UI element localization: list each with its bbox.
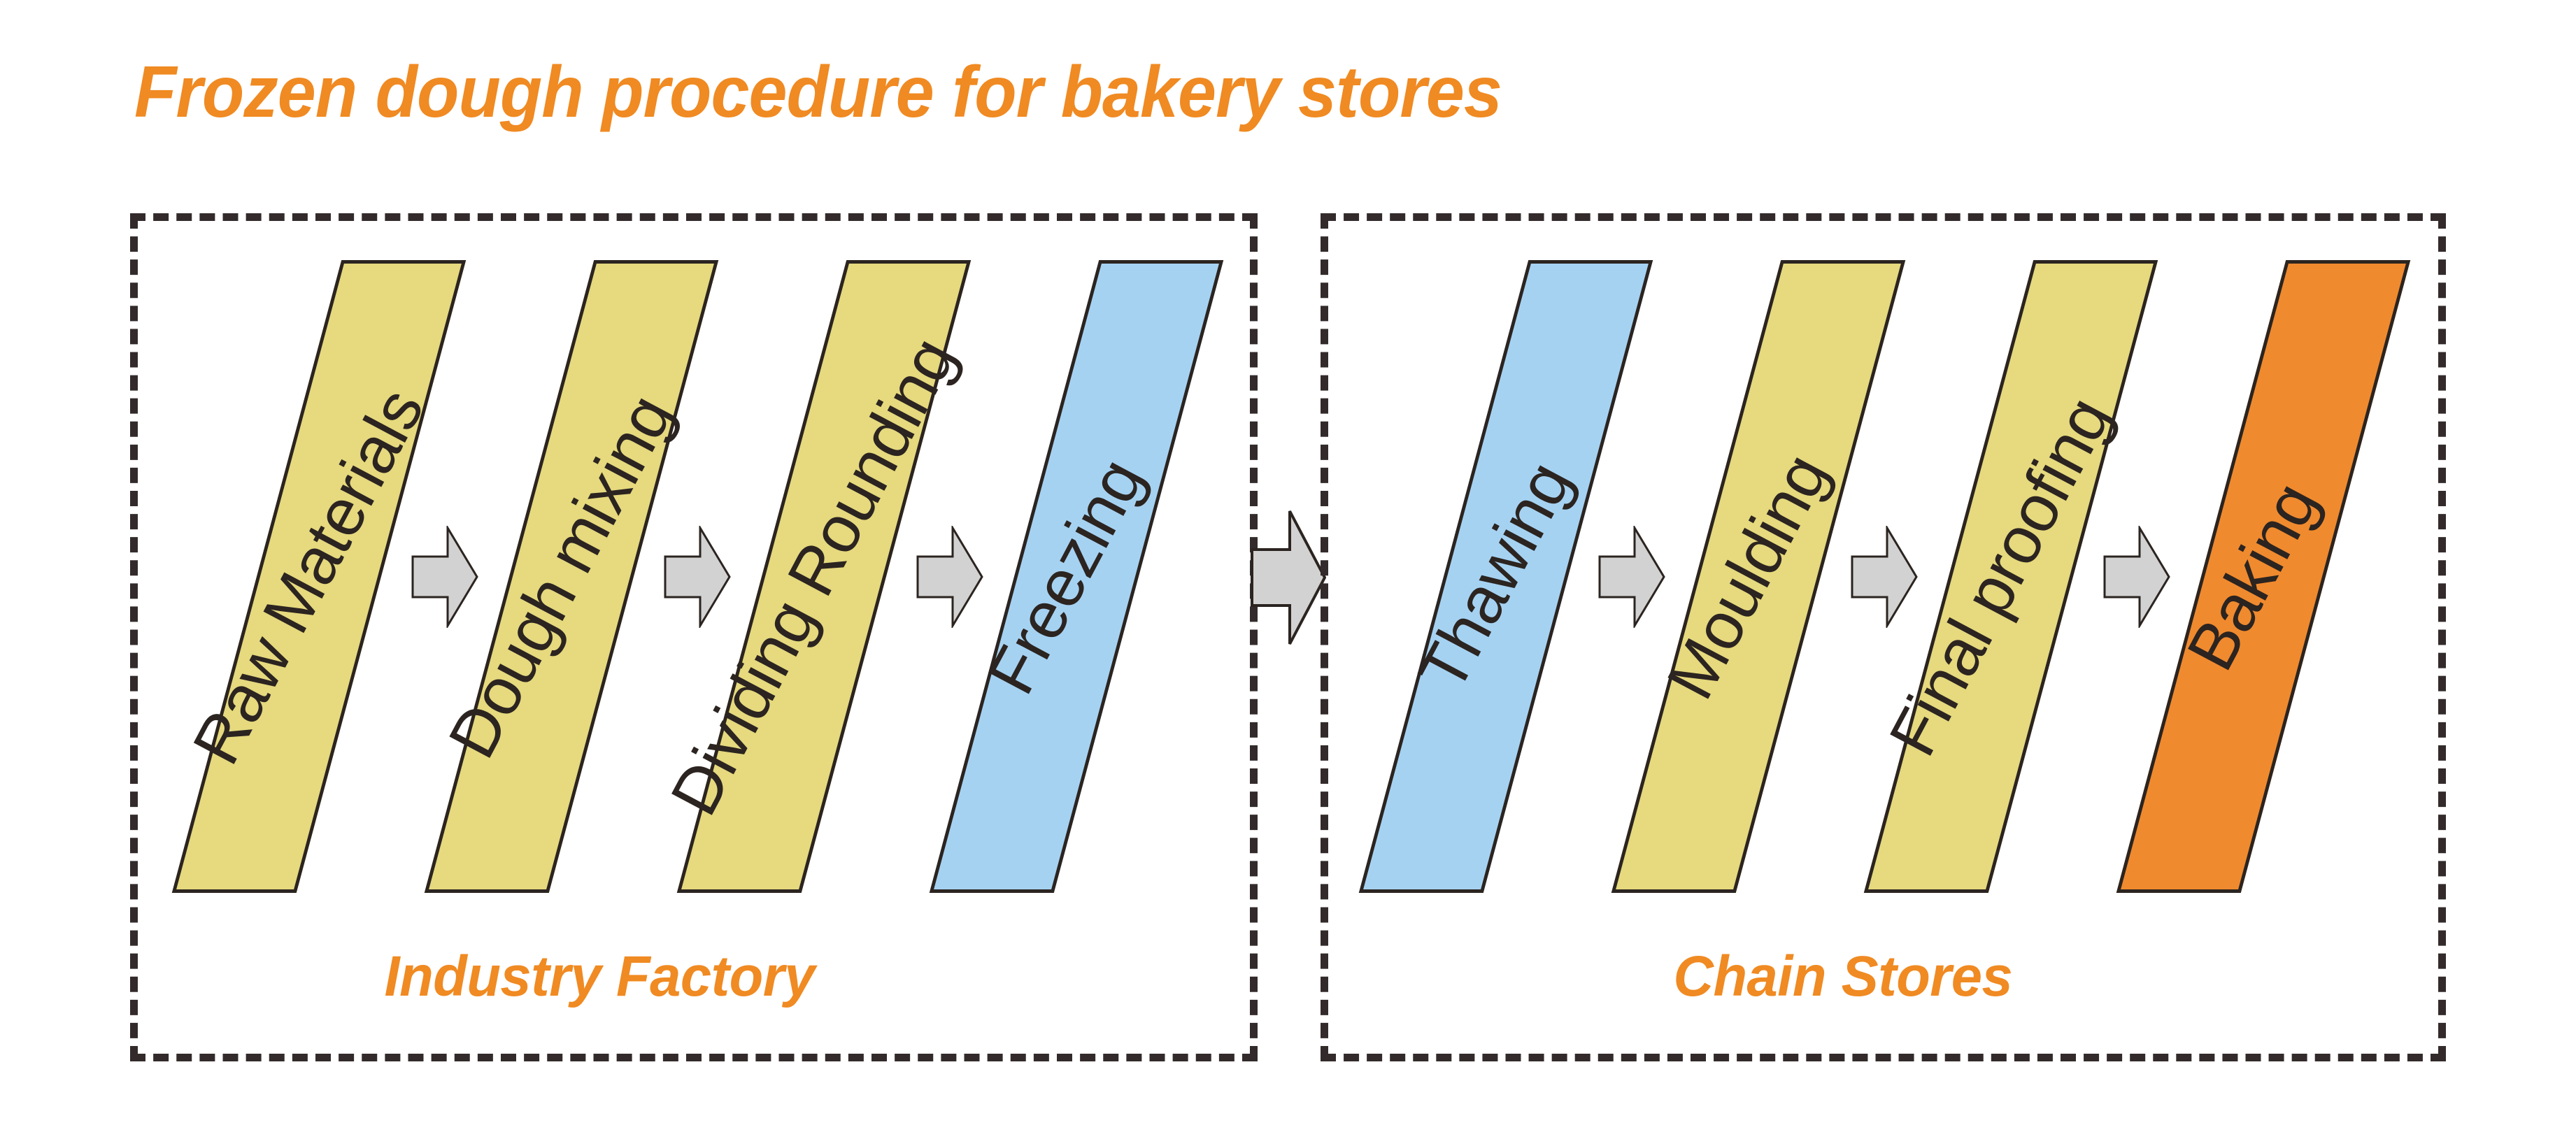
- group-chain-stores: [1321, 213, 2446, 1061]
- arrow-right-icon: [664, 526, 731, 628]
- group-caption-chain-stores: Chain Stores: [1673, 945, 2013, 1008]
- arrow-right-icon: [411, 526, 478, 628]
- arrow-right-icon: [2103, 526, 2170, 628]
- group-caption-industry-factory: Industry Factory: [384, 945, 816, 1008]
- arrow-right-icon: [1598, 526, 1665, 628]
- arrow-right-icon: [1251, 509, 1326, 646]
- page-title: Frozen dough procedure for bakery stores: [134, 52, 1502, 133]
- group-industry-factory: [130, 213, 1258, 1061]
- arrow-right-icon: [1851, 526, 1918, 628]
- arrow-right-icon: [916, 526, 983, 628]
